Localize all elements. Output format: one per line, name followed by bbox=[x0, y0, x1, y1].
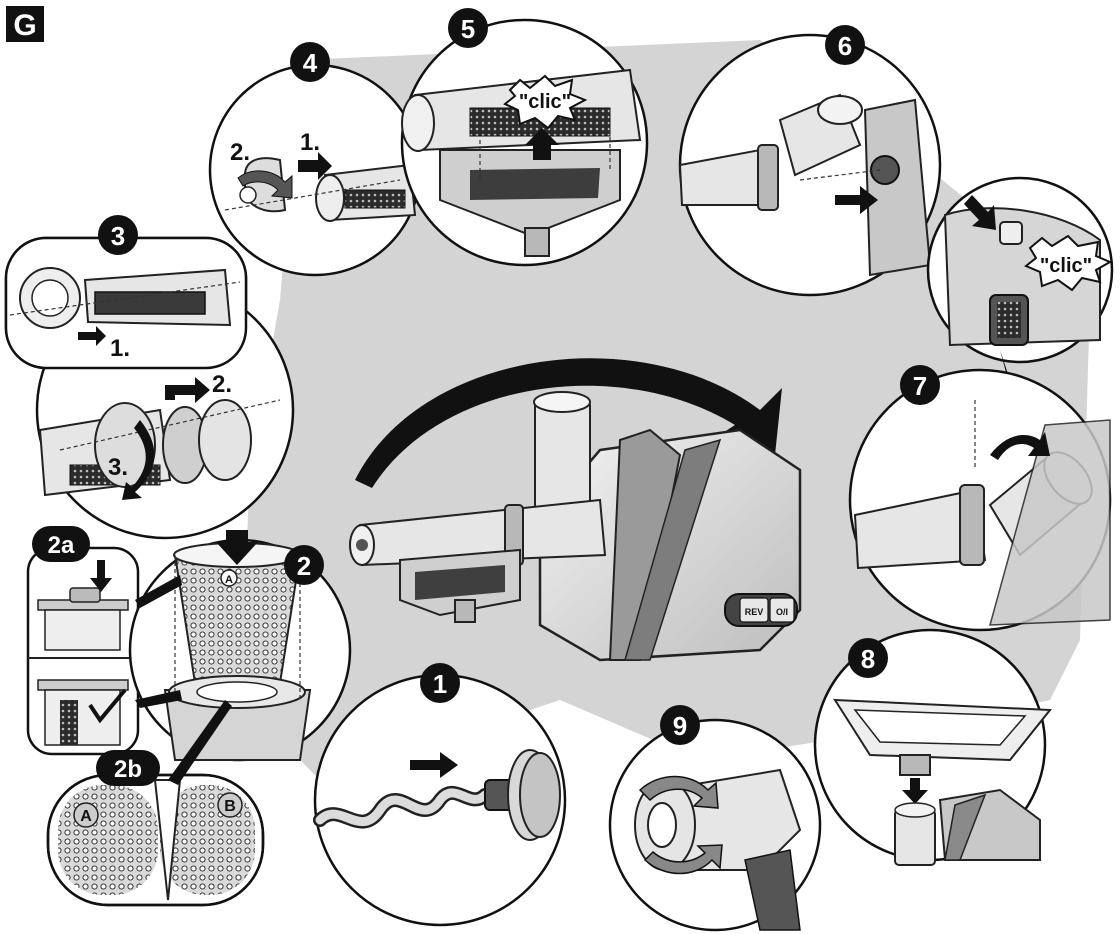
step-badge-2b: 2b bbox=[96, 750, 160, 786]
section-label: G bbox=[6, 6, 44, 42]
section-label-text: G bbox=[13, 9, 36, 42]
step-4-sub-1: 1. bbox=[300, 129, 320, 156]
step-badge-6: 6 bbox=[825, 25, 865, 65]
rev-button[interactable] bbox=[739, 597, 769, 623]
step-3-sub-1: 1. bbox=[110, 335, 130, 362]
step-9-panel bbox=[608, 718, 822, 932]
step-2-panel: A bbox=[128, 530, 352, 762]
step-badge-8-label: 8 bbox=[861, 644, 875, 674]
step-badge-5-label: 5 bbox=[461, 14, 475, 44]
clic-5-label: "clic" bbox=[519, 91, 571, 113]
step-2b-panel: A B bbox=[46, 700, 265, 907]
step-badge-5: 5 bbox=[448, 8, 488, 48]
step-badge-2: 2 bbox=[284, 545, 324, 585]
step-8-panel bbox=[813, 628, 1053, 866]
step-4-panel: 1. 2. bbox=[208, 63, 422, 277]
step-7-panel bbox=[848, 368, 1112, 632]
step-3-sub-3: 3. bbox=[108, 454, 128, 481]
step-badge-4: 4 bbox=[290, 42, 330, 82]
step-5-panel: "clic" bbox=[400, 18, 649, 267]
sieve-marker-a: A bbox=[225, 574, 233, 586]
step-badge-2b-label: 2b bbox=[114, 756, 142, 783]
step-badge-9-label: 9 bbox=[673, 711, 687, 741]
step-6-panel bbox=[678, 33, 942, 297]
control-panel: REV O/I bbox=[724, 593, 798, 627]
clic-burst-icon bbox=[503, 74, 588, 130]
step-badge-3: 3 bbox=[98, 215, 138, 255]
step-2a-panel bbox=[26, 546, 140, 756]
step-badges: 1 2 2a 2b 3 4 5 6 bbox=[32, 8, 940, 786]
step-3-sub-2: 2. bbox=[212, 371, 232, 398]
step-badge-2a: 2a bbox=[32, 526, 90, 562]
step-badge-6-label: 6 bbox=[838, 31, 852, 61]
step-badge-7: 7 bbox=[900, 365, 940, 405]
sieve-b-label: B bbox=[224, 798, 236, 815]
sieve-a-label: A bbox=[80, 808, 92, 825]
step-badge-1-label: 1 bbox=[433, 669, 447, 699]
clic-6-label: "clic" bbox=[1040, 255, 1092, 277]
step-badge-8: 8 bbox=[848, 638, 888, 678]
juicer-appliance: REV O/I bbox=[349, 358, 802, 662]
process-arrow-icon bbox=[355, 358, 782, 488]
power-button[interactable] bbox=[769, 597, 795, 623]
step-badge-7-label: 7 bbox=[913, 371, 927, 401]
rev-button-label: REV bbox=[745, 607, 764, 617]
power-button-label: O/I bbox=[776, 607, 788, 617]
step-1-panel bbox=[313, 673, 567, 927]
step-4-sub-2: 2. bbox=[230, 139, 250, 166]
clic-burst-icon-2 bbox=[1024, 234, 1113, 292]
step-badge-2-label: 2 bbox=[297, 551, 311, 581]
step-3-panel: 1. 2. 3. bbox=[4, 236, 295, 540]
step-badge-1: 1 bbox=[420, 663, 460, 703]
step-badge-3-label: 3 bbox=[111, 221, 125, 251]
step-badge-4-label: 4 bbox=[303, 48, 318, 78]
step-badge-2a-label: 2a bbox=[48, 532, 75, 559]
step-badge-9: 9 bbox=[660, 705, 700, 745]
